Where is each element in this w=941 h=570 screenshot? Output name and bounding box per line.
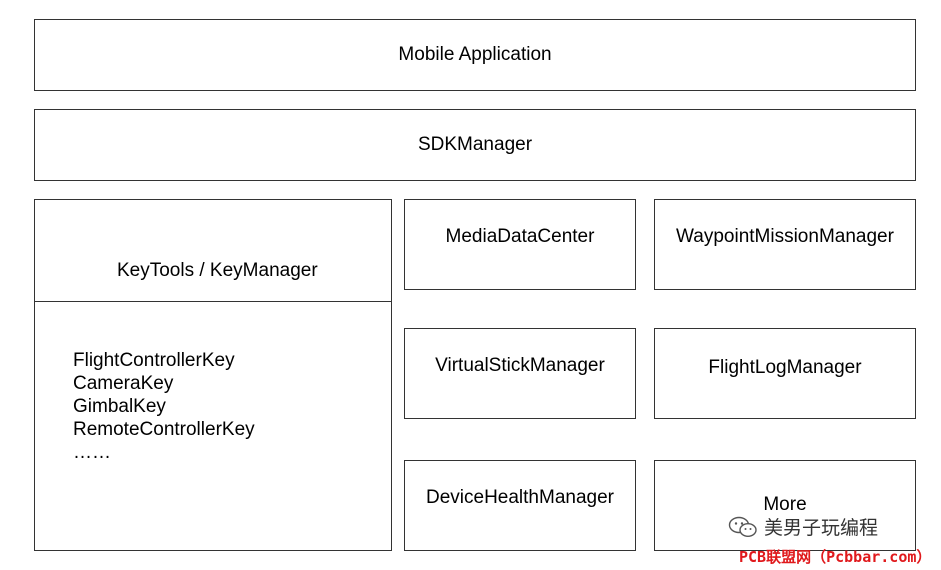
waypoint-mission-manager-label: WaypointMissionManager: [676, 226, 894, 247]
virtual-stick-manager-label: VirtualStickManager: [435, 355, 605, 376]
keys-list: FlightControllerKey CameraKey GimbalKey …: [73, 349, 255, 464]
watermark: 美男子玩编程: [728, 513, 878, 540]
virtual-stick-manager-box: VirtualStickManager: [404, 328, 636, 419]
sdk-manager-label: SDKManager: [417, 134, 533, 155]
keytools-title: KeyTools / KeyManager: [117, 260, 318, 281]
footer-credit: PCB联盟网（Pcbbar.com）: [739, 548, 932, 566]
waypoint-mission-manager-box: WaypointMissionManager: [654, 199, 916, 290]
key-item: GimbalKey: [73, 396, 166, 417]
sdk-manager-box: SDKManager: [34, 109, 916, 181]
mobile-application-label: Mobile Application: [398, 44, 552, 65]
keytools-header: KeyTools / KeyManager: [35, 200, 391, 302]
keytools-block: KeyTools / KeyManager FlightControllerKe…: [34, 199, 392, 551]
media-data-center-box: MediaDataCenter: [404, 199, 636, 290]
device-health-manager-label: DeviceHealthManager: [426, 487, 614, 508]
media-data-center-label: MediaDataCenter: [445, 226, 595, 247]
wechat-icon: [728, 516, 757, 537]
device-health-manager-box: DeviceHealthManager: [404, 460, 636, 551]
flight-log-manager-label: FlightLogManager: [708, 357, 862, 378]
key-item-ellipsis: ……: [73, 442, 111, 463]
flight-log-manager-box: FlightLogManager: [654, 328, 916, 419]
key-item: FlightControllerKey: [73, 350, 235, 371]
mobile-application-box: Mobile Application: [34, 19, 916, 91]
key-item: RemoteControllerKey: [73, 419, 255, 440]
watermark-text: 美男子玩编程: [764, 518, 879, 539]
key-item: CameraKey: [73, 373, 174, 394]
more-box: More: [654, 460, 916, 551]
more-label: More: [763, 494, 807, 515]
